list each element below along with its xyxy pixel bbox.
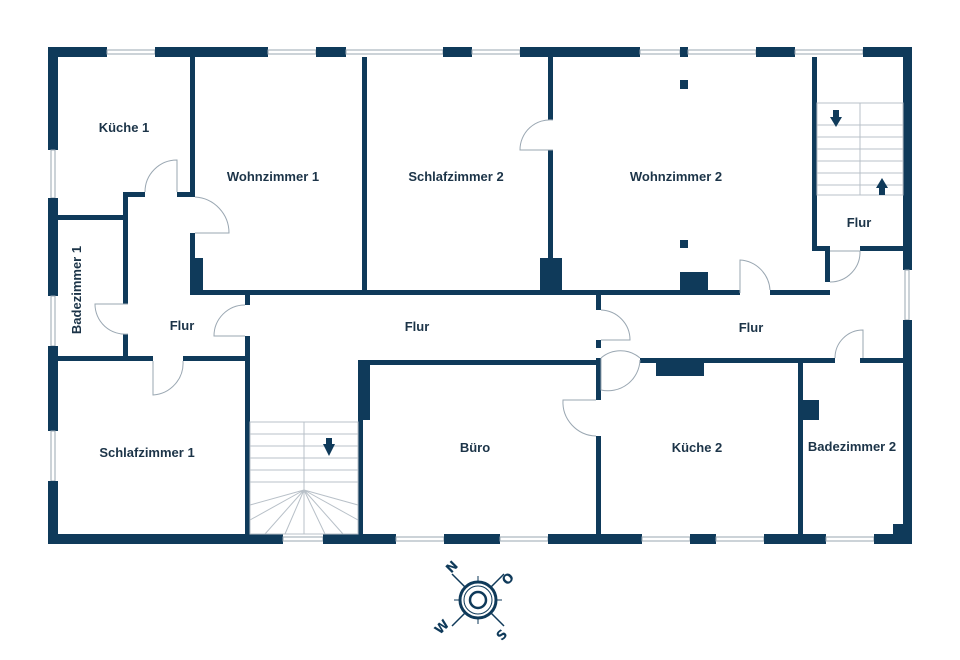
compass-west: W <box>432 617 453 638</box>
room-label-wohnzimmer-1: Wohnzimmer 1 <box>227 169 319 184</box>
room-label-kueche-1: Küche 1 <box>99 120 150 135</box>
room-label-buero: Büro <box>460 440 490 455</box>
room-label-flur-right: Flur <box>739 320 764 335</box>
walls <box>48 47 912 544</box>
room-label-kueche-2: Küche 2 <box>672 440 723 455</box>
room-label-schlafzimmer-2: Schlafzimmer 2 <box>408 169 503 184</box>
room-label-badezimmer-2: Badezimmer 2 <box>808 439 896 454</box>
room-label-flur-left: Flur <box>170 318 195 333</box>
stairs <box>249 102 904 535</box>
compass-icon: N O S W <box>432 558 518 644</box>
doors <box>94 119 864 437</box>
room-label-flur-stair: Flur <box>847 215 872 230</box>
room-label-flur-center: Flur <box>405 319 430 334</box>
compass-east: O <box>499 570 517 588</box>
room-label-wohnzimmer-2: Wohnzimmer 2 <box>630 169 722 184</box>
compass-south: S <box>494 627 511 644</box>
compass-north: N <box>443 558 461 576</box>
room-label-badezimmer-1: Badezimmer 1 <box>69 246 84 334</box>
room-label-schlafzimmer-1: Schlafzimmer 1 <box>99 445 194 460</box>
